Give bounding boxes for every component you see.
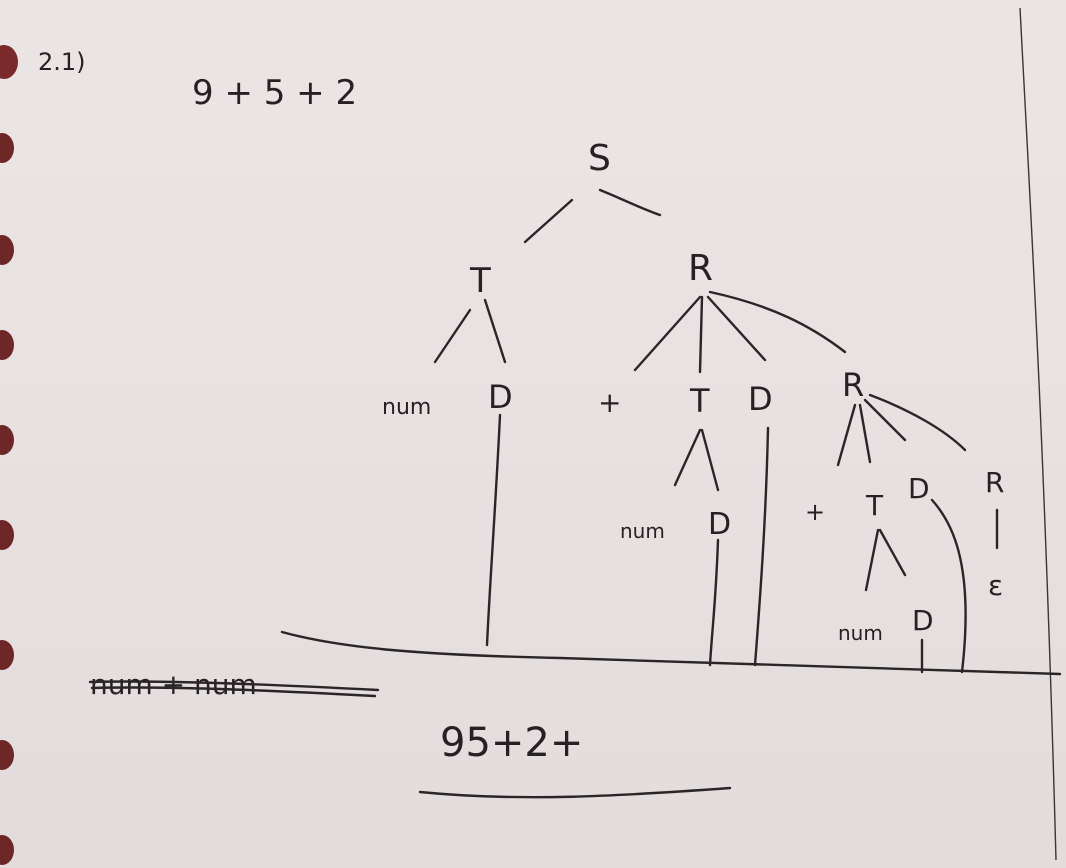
node-D: D: [748, 380, 773, 418]
edge: [878, 528, 907, 577]
node-T: T: [689, 382, 710, 420]
node-S: S: [588, 138, 611, 179]
binder-hole: [0, 640, 14, 670]
node-R: R: [985, 466, 1004, 499]
edge: [700, 428, 720, 492]
node-T: T: [469, 261, 491, 301]
leaf-line: [485, 413, 502, 647]
edge: [864, 528, 880, 592]
edge: [836, 403, 857, 467]
edge: [633, 295, 702, 372]
edge: [706, 295, 767, 362]
edge: [858, 403, 872, 464]
leaf-lines: [485, 413, 967, 674]
edge: [863, 398, 907, 442]
node-num: num: [838, 621, 883, 645]
binder-hole: [0, 740, 14, 770]
binder-hole: [0, 235, 14, 265]
problem-number: 2.1): [38, 48, 86, 76]
result-underline: [418, 786, 732, 799]
leaf-line: [708, 538, 720, 667]
edge: [523, 198, 574, 244]
leaf-line: [930, 498, 967, 674]
binder-hole: [0, 133, 14, 163]
binder-hole: [0, 330, 14, 360]
node-D: D: [488, 378, 513, 416]
leaf-line: [753, 426, 770, 667]
edge: [433, 308, 472, 364]
node-num: num: [382, 395, 431, 420]
node-R: R: [842, 366, 864, 404]
node-D: D: [708, 507, 731, 542]
margin-line: [1019, 7, 1057, 861]
node-D: D: [908, 472, 930, 505]
edge: [868, 393, 967, 452]
binder-holes: [0, 45, 18, 865]
result-string: 95+2+: [440, 720, 583, 766]
node-R: R: [688, 248, 713, 289]
node-num: num: [620, 519, 665, 543]
expression: 9 + 5 + 2: [192, 73, 357, 113]
node-T: T: [865, 489, 884, 522]
tree-nodes: S T R num D + T D R num D + T D R num D …: [382, 138, 1004, 645]
node-D: D: [912, 604, 934, 637]
node-plus: +: [598, 386, 621, 419]
edge: [483, 298, 507, 364]
edge: [598, 188, 662, 217]
strike-line: [88, 680, 380, 692]
binder-hole: [0, 520, 14, 550]
binder-hole: [0, 835, 14, 865]
edge: [698, 295, 704, 374]
baseline: [280, 630, 1062, 676]
tree-edges: [433, 188, 999, 592]
crossed-out-note: num + num: [88, 668, 380, 701]
node-epsilon: ε: [988, 569, 1003, 602]
edge: [708, 290, 847, 354]
binder-hole: [0, 425, 14, 455]
node-plus: +: [805, 498, 825, 526]
strike-line: [90, 686, 377, 698]
edge: [673, 428, 702, 487]
binder-hole: [0, 45, 18, 79]
